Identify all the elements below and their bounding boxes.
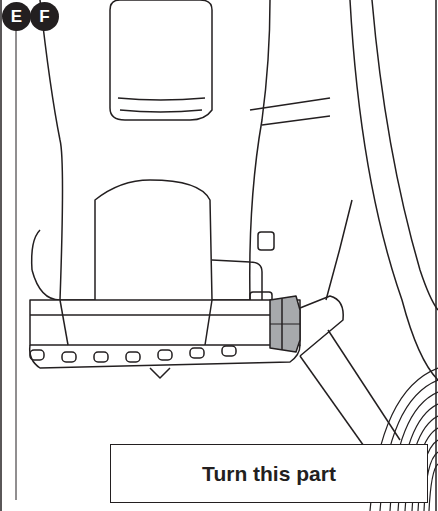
background-line (16, 30, 17, 500)
badge-fill (30, 2, 59, 31)
instruction-text: Turn this part (202, 462, 336, 485)
crank-arm (300, 0, 438, 480)
frame-line (435, 0, 437, 511)
frame-line (0, 0, 2, 511)
step-letter: F (39, 8, 49, 25)
step-letter: E (11, 8, 22, 25)
pedal-body (30, 300, 300, 378)
pedal-cage (32, 0, 330, 300)
badge-fill (2, 2, 31, 31)
step-badge: F (30, 2, 59, 31)
spindle-nut (270, 296, 300, 352)
instruction-box: Turn this part (110, 444, 428, 503)
step-badge: E (2, 2, 31, 31)
